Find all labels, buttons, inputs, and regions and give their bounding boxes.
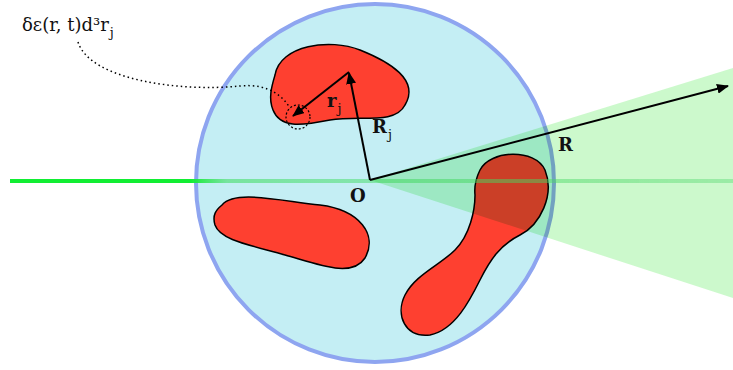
vector-label: r xyxy=(327,92,336,110)
volume-element xyxy=(286,105,310,129)
origin-label: O xyxy=(350,187,366,205)
vector-arrow xyxy=(349,73,370,180)
formula-label: δε(r, t)d³r xyxy=(22,16,109,34)
subscript: j xyxy=(388,128,392,141)
vector-label: R xyxy=(372,118,387,136)
subscript: j xyxy=(337,102,341,115)
hot-spot xyxy=(271,44,409,124)
vector-arrow xyxy=(293,72,349,116)
subscript: j xyxy=(110,26,114,39)
vector-label: R xyxy=(558,136,573,154)
vector-arrow xyxy=(370,86,728,180)
leader-line xyxy=(78,42,290,108)
hot-spot xyxy=(214,197,369,268)
detector-cone xyxy=(370,68,733,298)
